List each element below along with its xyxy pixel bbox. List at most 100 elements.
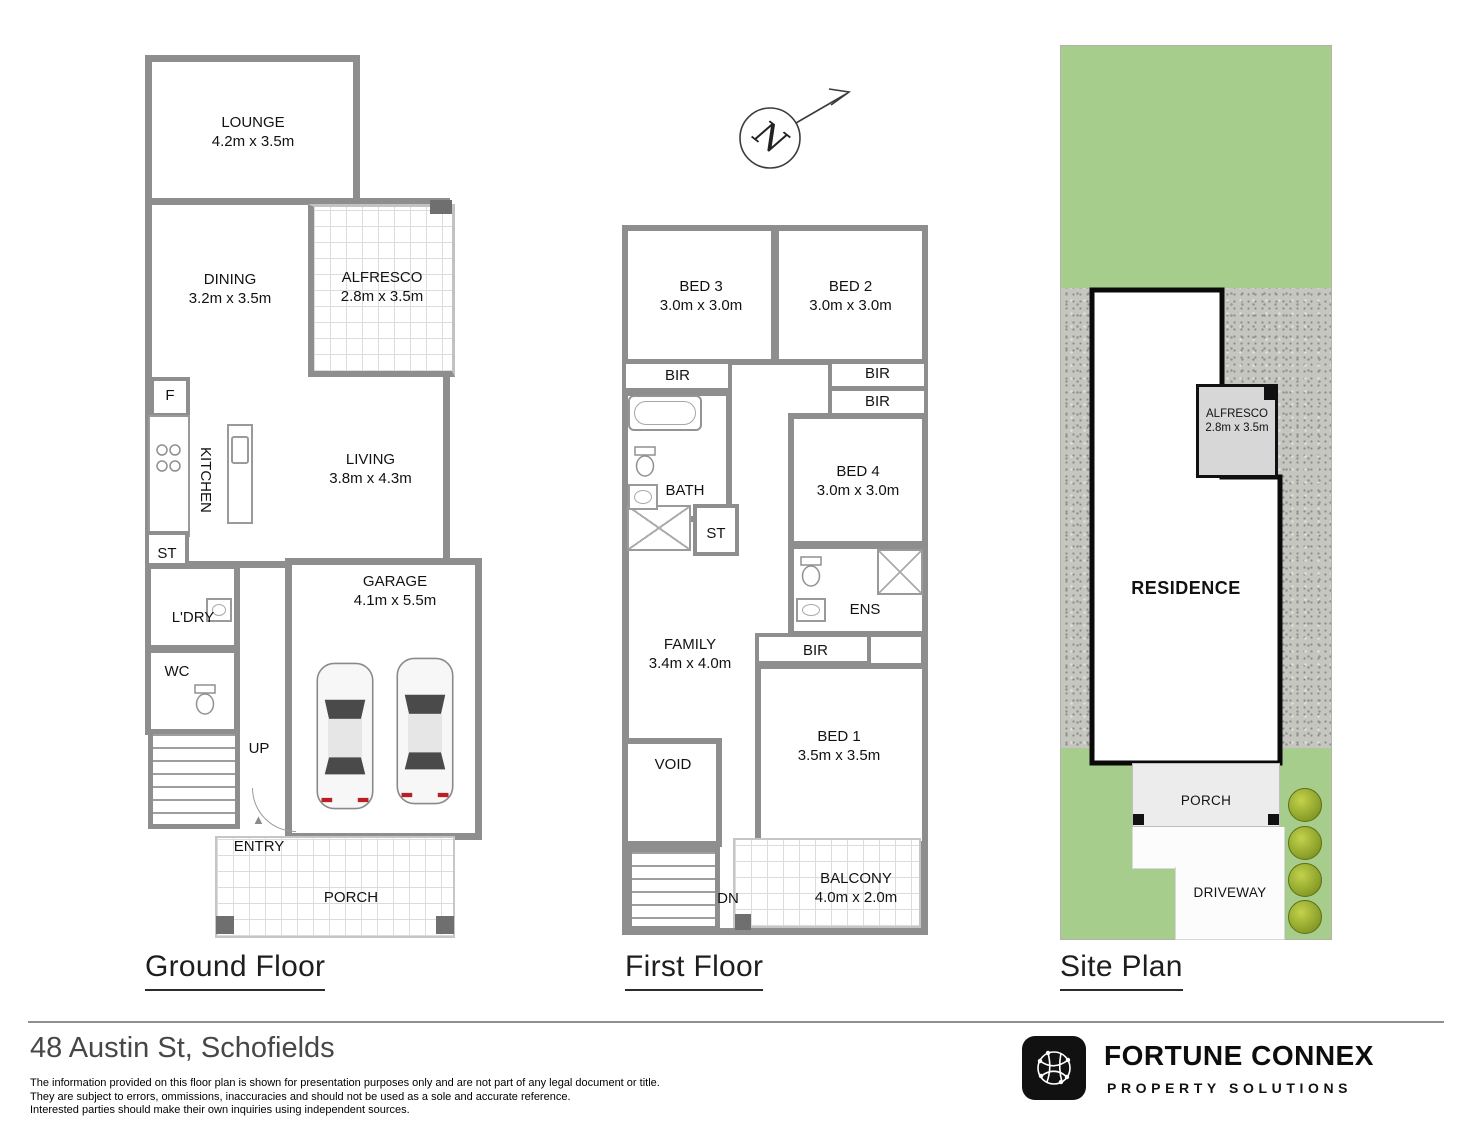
site-residence-outline — [1089, 287, 1283, 766]
room-name: BED 1 — [817, 728, 861, 745]
room-dims: 4.0m x 2.0m — [814, 889, 898, 907]
entry-direction-icon: ▲ — [252, 812, 265, 827]
void-space — [622, 738, 722, 847]
site-label-porch: PORCH — [1140, 792, 1272, 809]
room-name: KITCHEN — [197, 446, 215, 513]
room-dims: 4.2m x 3.5m — [211, 133, 295, 151]
room-dims: 3.8m x 4.3m — [329, 470, 412, 488]
room-dims: 3.4m x 4.0m — [648, 655, 732, 673]
laundry-trough-icon — [206, 598, 232, 622]
north-arrow-icon: N — [739, 88, 852, 169]
room-name: WC — [164, 663, 190, 680]
room-alfresco — [308, 204, 455, 377]
room-label-store: ST — [695, 524, 737, 543]
room-dims: 3.0m x 3.0m — [659, 297, 743, 315]
room-label-void: VOID — [628, 755, 718, 774]
room-name: BIR — [802, 642, 828, 659]
tree-icon — [1288, 863, 1322, 897]
room-name: BALCONY — [820, 870, 892, 887]
room-dims: 3.0m x 3.0m — [809, 297, 892, 315]
site-driveway-lower — [1175, 867, 1285, 940]
site-porch-post — [1268, 814, 1279, 825]
room-label-porch: PORCH — [278, 888, 424, 907]
room-dims: 2.8m x 3.5m — [1205, 421, 1269, 434]
tree-icon — [1288, 900, 1322, 934]
site-porch — [1132, 763, 1280, 827]
site-alfresco-post — [1264, 386, 1278, 400]
stairs-down — [627, 847, 720, 931]
car-icon — [396, 657, 454, 805]
room-dims: 3.2m x 3.5m — [188, 290, 272, 308]
vanity-icon — [796, 598, 826, 622]
robe-bed2-upper — [828, 360, 928, 390]
first-floor-title: First Floor — [625, 950, 764, 991]
room-name: L'DRY — [171, 609, 215, 626]
room-name: BED 2 — [828, 278, 873, 295]
room-label-entry: ENTRY — [226, 837, 292, 856]
disclaimer-line: They are subject to errors, ommissions, … — [30, 1090, 571, 1103]
room-name: ST — [706, 525, 726, 542]
room-bed4 — [788, 413, 928, 547]
room-label-living: LIVING 3.8m x 4.3m — [278, 450, 463, 488]
room-label-garage: GARAGE 4.1m x 5.5m — [300, 572, 490, 610]
tree-icon — [1288, 788, 1322, 822]
room-name: ALFRESCO — [341, 269, 423, 286]
room-label-fridge: F — [150, 386, 190, 405]
car-icon — [316, 662, 374, 810]
site-label-alfresco: ALFRESCO 2.8m x 3.5m — [1198, 408, 1276, 436]
room-label-bed3: BED 3 3.0m x 3.0m — [630, 277, 772, 315]
footer-divider — [28, 1021, 1444, 1023]
room-label-dining: DINING 3.2m x 3.5m — [150, 270, 310, 308]
bathtub-icon — [628, 395, 702, 431]
room-name: BATH — [665, 482, 705, 499]
cooktop-icon — [156, 444, 181, 472]
site-plan-title: Site Plan — [1060, 950, 1183, 991]
room-label-bir: BIR — [768, 641, 863, 660]
kitchen-sink-icon — [231, 436, 249, 464]
vanity-icon — [628, 484, 658, 510]
room-dims: 3.5m x 3.5m — [797, 747, 881, 765]
room-label-lounge: LOUNGE 4.2m x 3.5m — [158, 113, 348, 151]
room-name: BIR — [664, 367, 690, 384]
room-label-laundry: L'DRY — [147, 608, 239, 627]
room-name: ALFRESCO — [1206, 408, 1268, 420]
room-name: PORCH — [1180, 793, 1232, 808]
room-store-first — [693, 504, 739, 556]
fortune-connex-logo-icon — [1022, 1036, 1086, 1100]
property-address: 48 Austin St, Schofields — [30, 1032, 335, 1064]
toilet-icon — [194, 684, 216, 715]
room-dims: 3.0m x 3.0m — [816, 482, 900, 500]
room-name: BIR — [864, 393, 890, 410]
room-name: DRIVEWAY — [1193, 885, 1267, 900]
brand-tagline: PROPERTY SOLUTIONS — [1107, 1080, 1353, 1096]
site-driveway-upper — [1132, 827, 1285, 869]
room-label-bed4: BED 4 3.0m x 3.0m — [790, 462, 926, 500]
room-label-wc: WC — [147, 662, 207, 681]
room-label-alfresco: ALFRESCO 2.8m x 3.5m — [312, 268, 452, 306]
site-label-driveway: DRIVEWAY — [1164, 884, 1296, 901]
porch-post — [436, 916, 454, 934]
room-name: DINING — [203, 271, 257, 288]
room-name: F — [165, 387, 175, 404]
shower-icon — [627, 505, 691, 551]
shower-icon — [877, 549, 923, 595]
room-name: PORCH — [323, 889, 379, 906]
room-label-balcony: BALCONY 4.0m x 2.0m — [772, 869, 940, 907]
room-name: ENS — [849, 601, 881, 618]
room-dims: 2.8m x 3.5m — [340, 288, 424, 306]
room-label-bir: BIR — [630, 366, 725, 385]
room-name: LIVING — [345, 451, 396, 468]
site-label-residence: RESIDENCE — [1131, 578, 1241, 598]
porch-post — [216, 916, 234, 934]
room-label-bath: BATH — [640, 481, 730, 500]
room-name: ENTRY — [233, 838, 285, 855]
room-porch — [215, 836, 455, 938]
room-label-ens: ENS — [830, 600, 900, 619]
room-label-bir: BIR — [830, 364, 925, 383]
ground-floor-title: Ground Floor — [145, 950, 326, 991]
alfresco-post — [430, 200, 452, 214]
room-name: LOUNGE — [221, 114, 285, 131]
tree-icon — [1288, 826, 1322, 860]
toilet-icon — [634, 446, 656, 477]
